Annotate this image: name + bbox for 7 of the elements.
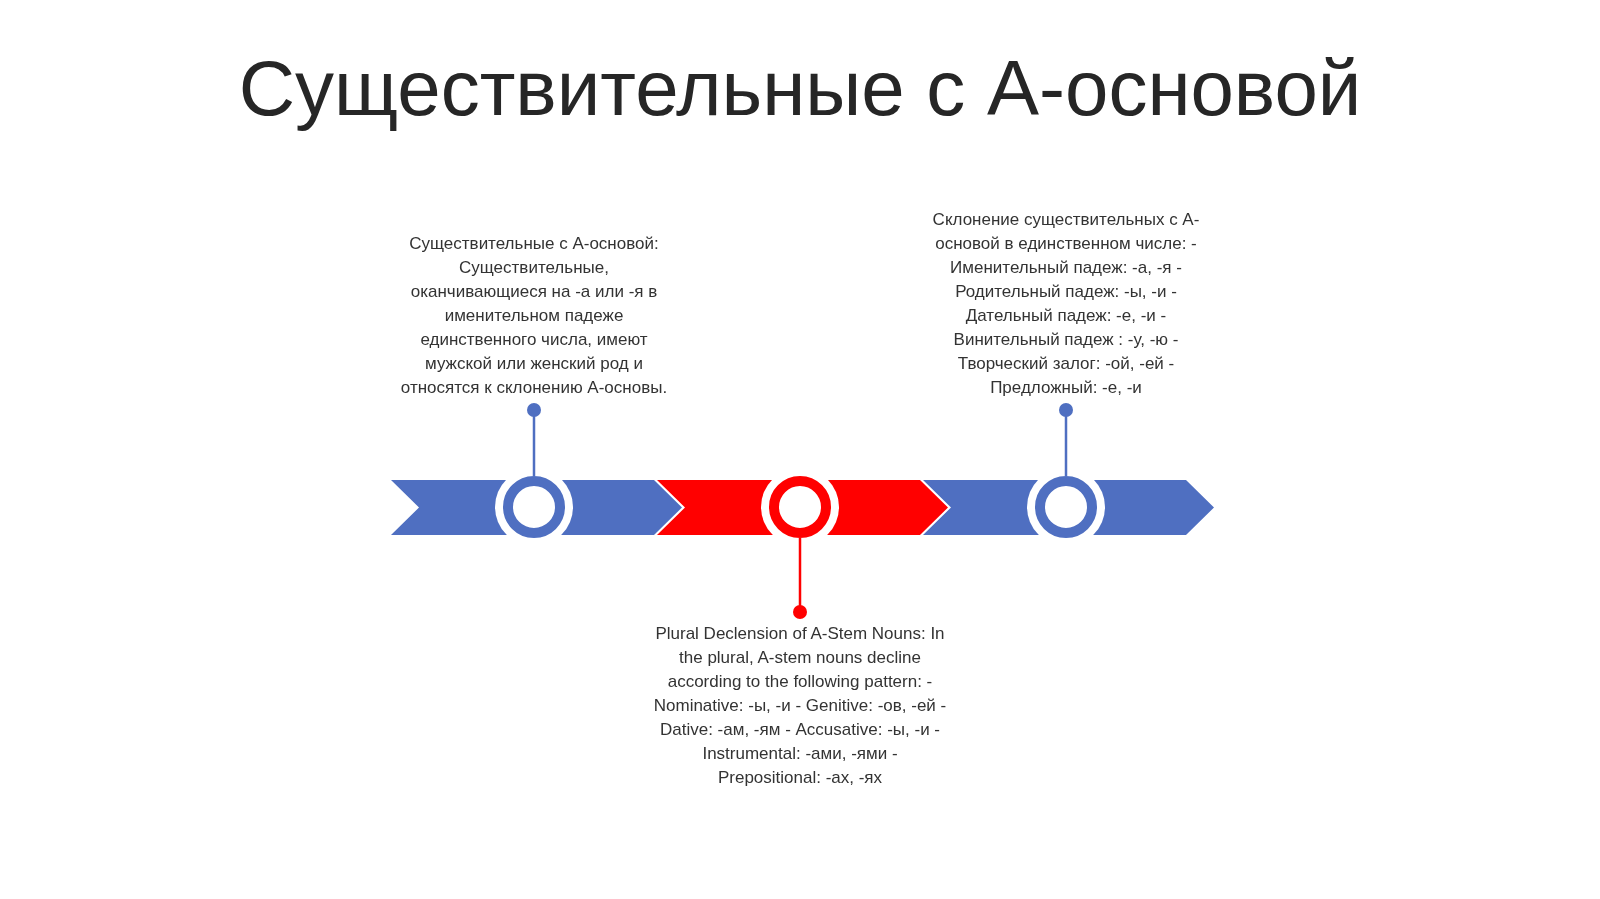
- description-text: Plural Declension of A-Stem Nouns: In the plural, A-stem nouns decline according to the following pattern: - Nominative: -ы, -и - Genitive: -ов, -ей - Dative: -ам, -ям - Accusative: -ы, -и - Instrumental: -ами, -ями - Prepositional: -ах, -ях: [652, 623, 948, 789]
- leader-line: [1059, 403, 1073, 476]
- leader-line: [793, 538, 807, 619]
- description-text: Склонение существительных с А-основой в единственном числе: - Именительный падеж: -а, -я - Родительный падеж: -ы, -и - Дательный падеж: -е, -и - Винительный падеж : -у, -ю - Творческий залог: -ой, -ей - Предложный: -е, -и: [931, 209, 1201, 399]
- description-text: Существительные с А-основой: Существительные, оканчивающиеся на -а или -я в именительном падеже единственного числа, имеют мужской или женский род и относятся к склонению А-основы.: [399, 233, 669, 399]
- leader-line: [527, 403, 541, 476]
- page-title: Существительные с А-основой: [238, 43, 1362, 134]
